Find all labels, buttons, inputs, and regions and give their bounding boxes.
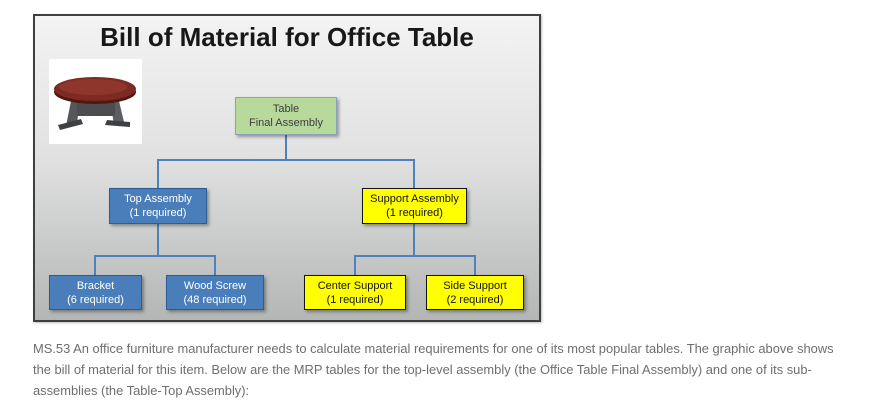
connector-line: [354, 255, 356, 275]
connector-line: [413, 159, 415, 188]
node-side-support: Side Support (2 required): [426, 275, 524, 310]
connector-line: [413, 224, 415, 257]
connector-line: [157, 159, 415, 161]
node-label: Wood Screw: [183, 279, 247, 292]
node-wood-screw: Wood Screw (48 required): [166, 275, 264, 310]
node-label: Support Assembly: [370, 193, 459, 205]
node-quantity: Final Assembly: [249, 117, 323, 129]
node-bracket: Bracket (6 required): [49, 275, 142, 310]
node-label: Bracket: [76, 279, 115, 292]
node-label: Center Support: [317, 279, 393, 292]
node-label: Table: [272, 103, 300, 115]
connector-line: [285, 135, 287, 161]
node-label: Side Support: [443, 279, 507, 292]
node-label: Top Assembly: [124, 193, 192, 205]
connector-line: [94, 255, 96, 275]
node-quantity: (1 required): [326, 293, 384, 306]
node-quantity: (48 required): [183, 293, 247, 306]
connector-line: [157, 224, 159, 257]
node-top-assembly: Top Assembly (1 required): [109, 188, 207, 224]
node-quantity: (2 required): [446, 293, 504, 306]
node-quantity: (1 required): [129, 207, 187, 219]
node-quantity: (6 required): [67, 293, 124, 306]
node-quantity: (1 required): [386, 207, 443, 219]
node-center-support: Center Support (1 required): [304, 275, 406, 310]
connector-line: [214, 255, 216, 275]
office-table-photo: [49, 59, 142, 144]
node-table-final-assembly: Table Final Assembly: [235, 97, 337, 135]
diagram-title: Bill of Material for Office Table: [100, 22, 474, 52]
bom-diagram: Bill of Material for Office Table: [33, 14, 541, 322]
connector-line: [354, 255, 476, 257]
problem-statement: MS.53 An office furniture manufacturer n…: [33, 341, 834, 398]
node-support-assembly: Support Assembly (1 required): [362, 188, 467, 224]
office-table-illustration: [54, 77, 136, 130]
connector-line: [157, 159, 159, 188]
connector-line: [94, 255, 216, 257]
connector-line: [474, 255, 476, 275]
